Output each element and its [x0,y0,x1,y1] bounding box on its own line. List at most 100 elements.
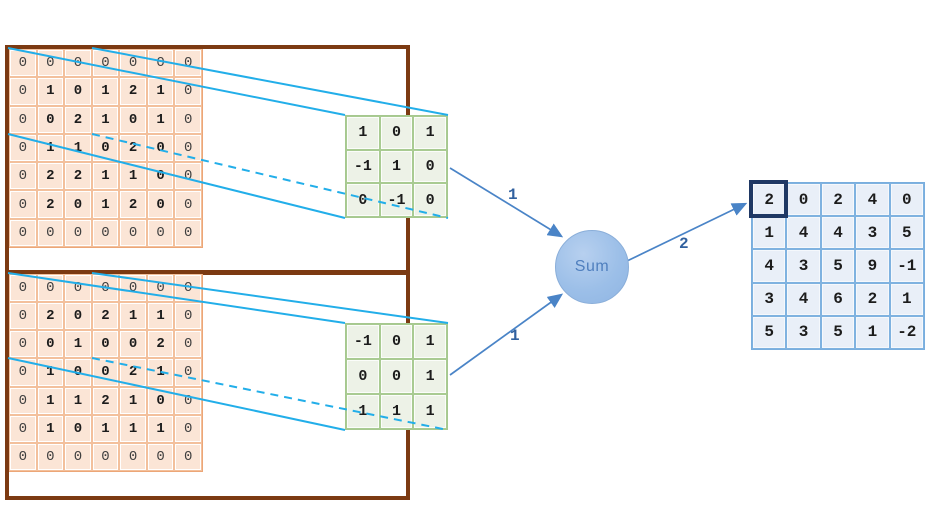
matrix-cell: 2 [855,282,890,316]
matrix-cell: 4 [820,216,856,250]
matrix-cell: 0 [64,77,92,106]
matrix-cell: 0 [346,359,380,394]
matrix-cell: 0 [91,218,120,247]
matrix-cell: 0 [64,274,92,303]
matrix-cell: 0 [146,190,175,219]
matrix-cell: 0 [64,358,92,387]
matrix-cell: 0 [174,190,202,219]
matrix-cell: 3 [855,216,890,250]
matrix-cell: 0 [9,218,37,247]
matrix-cell: 1 [146,77,175,106]
matrix-cell: 0 [379,116,414,150]
matrix-cell: 0 [64,302,92,331]
matrix-cell: 2 [36,162,65,191]
matrix-cell: 1 [146,302,175,331]
matrix-cell: 0 [119,330,147,359]
matrix-cell: 0 [64,218,92,247]
matrix-cell: 1 [91,105,120,134]
matrix-cell: 0 [174,358,202,387]
matrix-cell: 0 [146,442,175,471]
matrix-cell: 0 [174,442,202,471]
matrix-cell: 1 [36,133,65,163]
matrix-cell: 1 [379,394,414,429]
matrix-cell: 1 [36,386,65,415]
matrix-cell: 1 [413,359,447,394]
matrix-cell: 0 [9,302,37,331]
matrix-cell: 0 [64,442,92,471]
matrix-cell: 1 [119,386,147,415]
matrix-cell: 1 [889,282,924,316]
matrix-cell: 0 [174,302,202,331]
matrix-cell: 2 [119,190,147,219]
matrix-cell: 0 [91,133,120,163]
matrix-cell: 0 [91,49,120,78]
matrix-cell: 0 [36,274,65,303]
matrix-cell: 0 [36,105,65,134]
matrix-cell: 1 [36,77,65,106]
matrix-cell: 0 [174,414,202,443]
matrix-cell: 4 [855,183,890,217]
matrix-cell: 5 [889,216,924,250]
matrix-cell: 0 [174,49,202,78]
matrix-cell: -1 [379,183,414,217]
matrix-cell: 3 [752,282,787,316]
matrix-cell: 0 [9,442,37,471]
matrix-cell: 0 [346,183,380,217]
matrix-cell: 5 [820,315,856,349]
matrix-cell: 4 [786,282,821,316]
matrix-cell: 1 [119,414,147,443]
matrix-cell: 2 [119,77,147,106]
matrix-cell: 0 [146,49,175,78]
matrix-cell: 2 [146,330,175,359]
matrix-cell: 1 [379,149,414,184]
matrix-cell: 1 [752,216,787,250]
matrix-cell: 1 [346,116,380,150]
matrix-cell: 0 [9,330,37,359]
matrix-cell: 1 [91,190,120,219]
matrix-cell: 5 [752,315,787,349]
matrix-cell: 9 [855,249,890,283]
matrix-cell: 0 [64,190,92,219]
matrix-cell: 0 [64,49,92,78]
matrix-cell: 1 [413,324,447,359]
matrix-cell: 0 [174,330,202,359]
matrix-cell: 0 [146,218,175,247]
matrix-cell: 0 [9,386,37,415]
matrix-cell: 0 [413,149,447,184]
matrix-cell: 0 [174,218,202,247]
matrix-cell: 0 [91,358,120,387]
matrix-cell: 1 [91,162,120,191]
matrix-cell: 1 [64,133,92,163]
matrix-cell: 0 [9,162,37,191]
matrix-cell: 1 [146,105,175,134]
matrix-cell: 2 [119,133,147,163]
matrix-cell: 1 [413,116,447,150]
edge-weight-output: 2 [679,235,689,253]
matrix-cell: 0 [9,77,37,106]
matrix-cell: 0 [36,442,65,471]
matrix-cell: 2 [36,302,65,331]
matrix-cell: 0 [413,183,447,217]
matrix-cell: 0 [119,49,147,78]
matrix-cell: 2 [91,302,120,331]
matrix-cell: 0 [119,105,147,134]
matrix-cell: 0 [146,274,175,303]
sum-node-label: Sum [574,258,610,275]
matrix-cell: -2 [889,315,924,349]
matrix-cell: 1 [855,315,890,349]
matrix-cell: -1 [889,249,924,283]
matrix-cell: 0 [36,218,65,247]
matrix-cell: 0 [9,274,37,303]
matrix-cell: 0 [174,386,202,415]
matrix-cell: 0 [91,442,120,471]
matrix-cell: 0 [119,442,147,471]
matrix-cell: 0 [146,162,175,191]
matrix-cell: 0 [9,133,37,163]
matrix-cell: 1 [413,394,447,429]
sum-node: Sum [555,230,629,304]
matrix-cell: 0 [174,133,202,163]
matrix-cell: 0 [9,358,37,387]
